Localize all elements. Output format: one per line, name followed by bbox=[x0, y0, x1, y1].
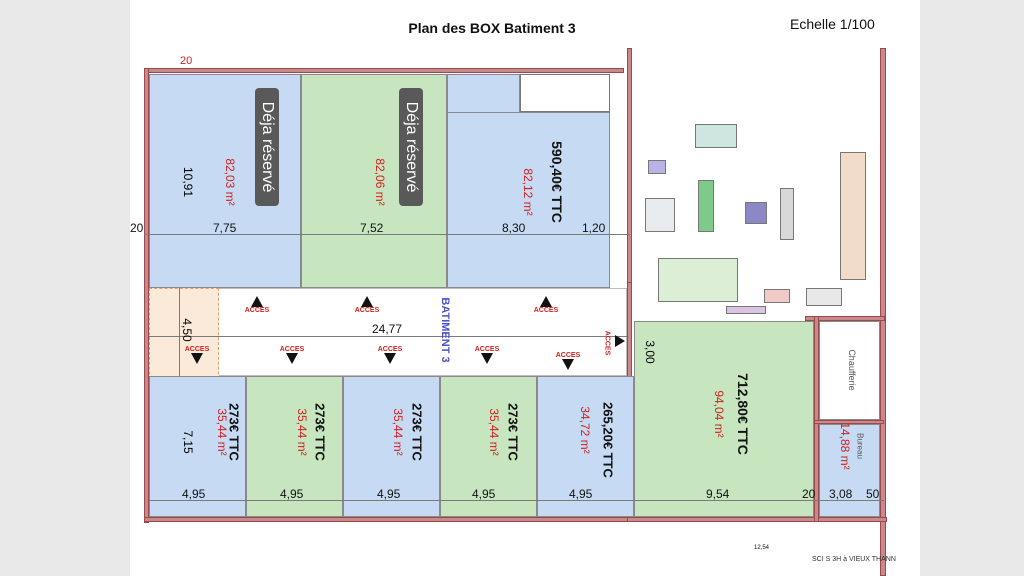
bottom-box-1-width: 4,95 bbox=[182, 487, 206, 501]
furniture-pink-box bbox=[764, 289, 790, 303]
large-box[interactable] bbox=[634, 321, 814, 517]
large-box-wall-dim: 20 bbox=[802, 487, 816, 501]
top-box-1-area: 82,03 m² bbox=[223, 158, 237, 206]
right-corridor-height: 3,00 bbox=[643, 340, 657, 364]
top-box-3-width: 8,30 bbox=[502, 221, 526, 235]
top-box-2-status: Déja réservé bbox=[399, 88, 423, 206]
toilet-block bbox=[520, 74, 610, 112]
bottom-box-3-width: 4,95 bbox=[377, 487, 401, 501]
bottom-box-1-area: 35,44 m² bbox=[215, 408, 229, 456]
right-outer-wall bbox=[880, 48, 886, 576]
furniture-desk bbox=[806, 288, 842, 306]
top-box-3[interactable] bbox=[447, 112, 610, 288]
bottom-box-5[interactable] bbox=[537, 376, 634, 517]
bottom-box-1-depth: 7,15 bbox=[181, 430, 195, 454]
top-wall bbox=[144, 68, 624, 73]
bureau-extra-dim: 50 bbox=[866, 487, 880, 501]
bottom-box-3-area: 35,44 m² bbox=[391, 408, 405, 456]
bottom-dim-line bbox=[149, 500, 884, 501]
room-divider bbox=[814, 316, 819, 522]
top-box-3-extra-dim: 1,20 bbox=[582, 221, 606, 235]
furniture-small-box bbox=[648, 160, 666, 174]
acces-bottom-3: ACCES bbox=[370, 346, 410, 364]
furniture-chair bbox=[745, 202, 767, 224]
large-box-area: 94,04 m² bbox=[712, 390, 726, 438]
left-wall bbox=[144, 68, 149, 523]
bottom-wall bbox=[144, 517, 634, 522]
bottom-box-2-price: 273€ TTC bbox=[312, 403, 328, 461]
scale-label: Echelle 1/100 bbox=[790, 16, 875, 32]
footer-small: 12,54 bbox=[754, 545, 770, 551]
bureau-box[interactable] bbox=[819, 424, 880, 517]
bureau-top-wall bbox=[814, 420, 884, 424]
furniture-rack bbox=[780, 188, 794, 240]
chaufferie-room bbox=[819, 321, 880, 420]
chaufferie-wall bbox=[805, 316, 885, 321]
top-box-1-depth: 10,91 bbox=[181, 166, 195, 198]
top-box-1-width: 7,75 bbox=[213, 221, 237, 235]
acces-right-arrow bbox=[615, 335, 625, 347]
corridor-dim-line bbox=[149, 336, 627, 337]
right-lower-wall bbox=[627, 517, 887, 522]
furniture-bench bbox=[658, 258, 738, 302]
top-box-3-upper bbox=[447, 74, 520, 113]
acces-right: ACCES bbox=[603, 330, 611, 356]
bottom-box-2-area: 35,44 m² bbox=[295, 408, 309, 456]
left-dim: 20 bbox=[130, 221, 144, 235]
acces-bottom-2: ACCES bbox=[272, 346, 312, 364]
furniture-cabinet bbox=[645, 198, 675, 232]
right-wall-upper bbox=[627, 48, 632, 288]
top-box-2-area: 82,06 m² bbox=[373, 158, 387, 206]
top-left-dim: 20 bbox=[180, 55, 193, 67]
corridor-width: 4,50 bbox=[180, 318, 194, 342]
large-box-width: 9,54 bbox=[706, 487, 730, 501]
furniture-counter bbox=[726, 306, 766, 314]
bureau-width: 3,08 bbox=[829, 487, 853, 501]
large-box-price: 712,80€ TTC bbox=[735, 373, 751, 455]
bottom-box-3[interactable] bbox=[343, 376, 440, 517]
bureau-label: Bureau bbox=[855, 433, 865, 459]
furniture-tall-cabinet bbox=[840, 152, 866, 280]
plan-sheet: Plan des BOX Batiment 3 Echelle 1/100 10… bbox=[130, 0, 920, 576]
bottom-box-5-width: 4,95 bbox=[569, 487, 593, 501]
bottom-box-2-width: 4,95 bbox=[280, 487, 304, 501]
acces-top-2: ACCES bbox=[347, 296, 387, 314]
plan-title: Plan des BOX Batiment 3 bbox=[408, 20, 576, 36]
building-label: BATIMENT 3 bbox=[439, 297, 451, 363]
furniture-table bbox=[695, 124, 737, 148]
bottom-box-4-price: 273€ TTC bbox=[505, 403, 521, 461]
bottom-box-1[interactable] bbox=[149, 376, 246, 517]
bottom-box-5-price: 265,20€ TTC bbox=[600, 402, 616, 478]
bottom-box-4[interactable] bbox=[440, 376, 537, 517]
corridor-vertical-line bbox=[179, 288, 180, 376]
bottom-box-5-area: 34,72 m² bbox=[578, 406, 592, 454]
acces-bottom-1: ACCES bbox=[177, 346, 217, 364]
bottom-box-4-area: 35,44 m² bbox=[487, 408, 501, 456]
acces-top-3: ACCES bbox=[526, 296, 566, 314]
right-wall-mid bbox=[627, 282, 632, 382]
acces-bottom-4: ACCES bbox=[467, 346, 507, 364]
top-dim-line bbox=[144, 234, 630, 235]
bureau-area: 14,88 m² bbox=[838, 422, 852, 470]
top-box-1-status: Déja réservé bbox=[255, 88, 279, 206]
bottom-box-3-price: 273€ TTC bbox=[409, 403, 425, 461]
chaufferie-label: Chaufferie bbox=[847, 349, 857, 391]
bottom-box-4-width: 4,95 bbox=[472, 487, 496, 501]
top-box-2-width: 7,52 bbox=[360, 221, 384, 235]
top-box-3-area: 82,12 m² bbox=[521, 168, 535, 216]
acces-bottom-5: ACCES bbox=[548, 352, 588, 370]
footer-text: SCI S 3H à VIEUX THANN bbox=[812, 556, 896, 563]
corridor-length: 24,77 bbox=[372, 322, 403, 336]
furniture-shelf bbox=[698, 180, 714, 232]
acces-top-1: ACCES bbox=[237, 296, 277, 314]
top-box-3-price: 590,40€ TTC bbox=[549, 141, 565, 223]
bottom-box-2[interactable] bbox=[246, 376, 343, 517]
